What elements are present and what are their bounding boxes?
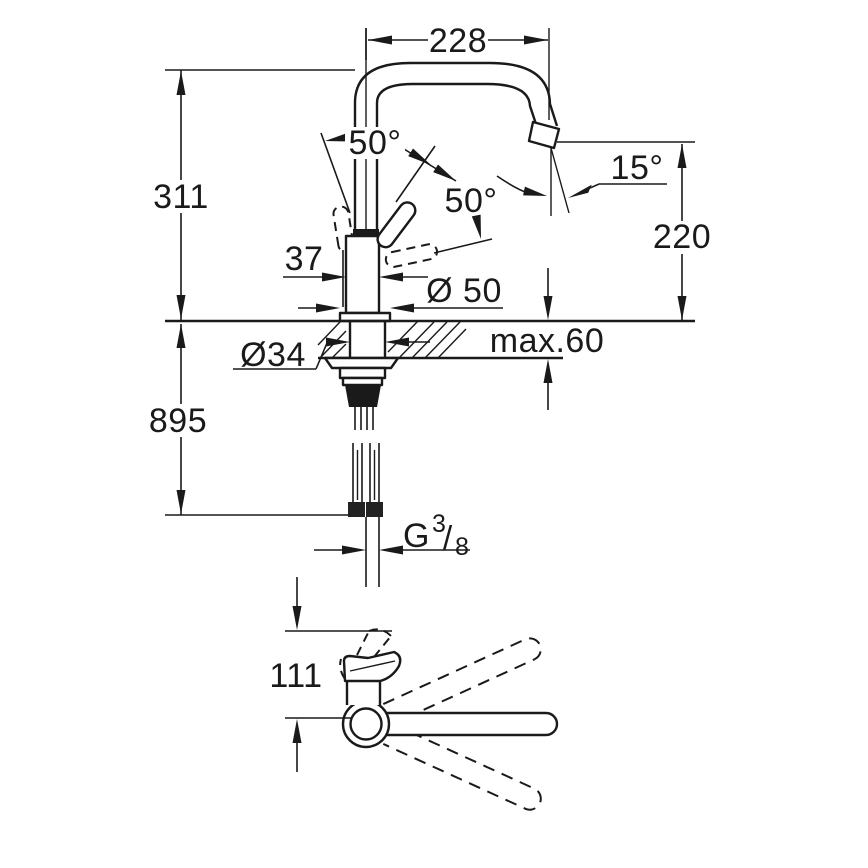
dimension-labels: 228 311 50° 50° 15° 220 37 Ø 50 max.60 Ø… [149, 22, 712, 561]
swivel-ring-inner [349, 707, 383, 741]
dim-hole-diameter-label: Ø34 [240, 336, 306, 374]
dim-handle-angle-right-label: 50° [445, 182, 498, 220]
thread-numerator: 3 [432, 510, 446, 538]
dim-body-width-label: 37 [285, 240, 324, 278]
spout-swivel-dashed-down [382, 723, 542, 811]
cartridge-joint [353, 229, 379, 236]
mounting-nut [345, 385, 381, 407]
side-view: 228 311 50° 50° 15° 220 37 Ø 50 max.60 Ø… [149, 22, 712, 587]
top-view: 111 [269, 577, 559, 811]
dim-max-counter-thickness-label: max.60 [490, 322, 605, 360]
thread-slash: / [443, 519, 453, 556]
handle-top-view-hidden-edge [339, 658, 346, 680]
hose-connector-nut [348, 502, 365, 517]
faucet-body [344, 234, 381, 315]
dim-outlet-height-label: 220 [653, 218, 711, 256]
dim-handle-angle-left-label: 50° [349, 124, 402, 162]
thread-size-label: G 3 / 8 [403, 510, 469, 561]
shank-through-counter [348, 321, 387, 358]
body-top-view [339, 628, 402, 705]
spout-top-view [381, 711, 559, 737]
dim-spout-tilt-label: 15° [611, 149, 664, 187]
spout-swivel-dashed-up [382, 637, 542, 725]
dim-spout-reach-label: 228 [429, 22, 487, 60]
hose-end-tube [365, 517, 380, 587]
supply-hoses-upper [354, 407, 374, 430]
dim-111-graphics: 111 [269, 577, 392, 772]
aerator-tip [527, 120, 561, 150]
dim-handle-depth-label: 111 [269, 657, 322, 695]
dim-hose-length-label: 895 [149, 402, 207, 440]
handle-lever [376, 201, 417, 249]
mounting-washer [323, 356, 400, 370]
dim-height-label: 311 [153, 178, 209, 216]
supply-hoses-lower [352, 443, 380, 502]
mounting-hardware [323, 356, 400, 587]
handle-dashed-forward-position [384, 243, 439, 268]
dim-base-diameter-label: Ø 50 [426, 272, 502, 310]
hose-connector-nut [366, 502, 383, 517]
thread-denominator: 8 [455, 533, 469, 561]
outlet-tilt-reference [550, 147, 570, 214]
thread-prefix: G [403, 517, 430, 555]
